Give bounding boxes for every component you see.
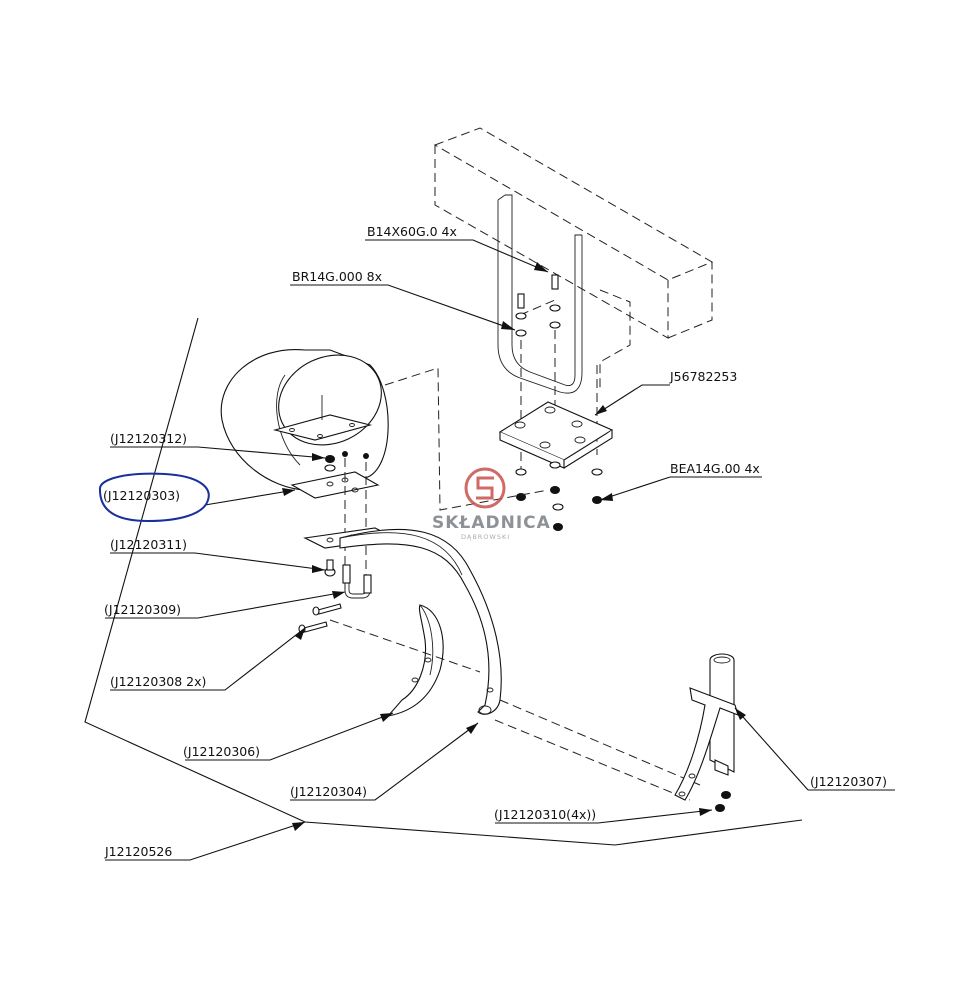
label-b14x60: B14X60G.0 4x	[367, 224, 457, 239]
u-bolt-clamp	[497, 194, 631, 394]
holder-nuts	[715, 791, 731, 812]
tine-holder	[674, 653, 739, 801]
clamp-plate	[498, 401, 614, 469]
spring-tine	[339, 528, 502, 715]
label-j12120303: (J12120303)	[103, 488, 180, 503]
label-bea14: BEA14G.00 4x	[670, 461, 760, 476]
cylinder-shield	[220, 348, 389, 491]
leader-lines	[105, 239, 895, 861]
plate-nuts	[515, 461, 603, 531]
label-j12120306: (J12120306)	[183, 744, 260, 759]
label-j12120312: (J12120312)	[110, 431, 187, 446]
label-br14: BR14G.000 8x	[292, 269, 382, 284]
label-j12120308: (J12120308 2x)	[110, 674, 206, 689]
label-j12120311: (J12120311)	[110, 537, 187, 552]
clamp-bolts	[515, 274, 598, 470]
watermark-logo: SKŁADNICA DĄBROWSKI	[432, 467, 551, 541]
alignment-dashes	[329, 619, 701, 801]
bracket-plate	[290, 471, 380, 499]
assembly-dashes	[384, 367, 549, 511]
highlight-circle	[99, 472, 210, 523]
tine-bolts	[298, 603, 342, 634]
u-bolt	[342, 564, 372, 599]
label-j56782253: J56782253	[669, 369, 737, 384]
tool-beam	[433, 127, 714, 339]
label-j12120307: (J12120307)	[810, 774, 887, 789]
watermark-brand: SKŁADNICA	[432, 513, 551, 533]
watermark-sub: DĄBROWSKI	[461, 533, 510, 541]
assembly-bracket	[84, 317, 803, 846]
tine-point	[386, 604, 444, 717]
label-j12120310: (J12120310(4x))	[494, 807, 596, 822]
part-labels: B14X60G.0 4x BR14G.000 8x J56782253 BEA1…	[103, 224, 887, 859]
bracket-bolts	[324, 451, 369, 590]
label-j12120309: (J12120309)	[104, 602, 181, 617]
label-j12120304: (J12120304)	[290, 784, 367, 799]
label-j12120526: J12120526	[104, 844, 172, 859]
